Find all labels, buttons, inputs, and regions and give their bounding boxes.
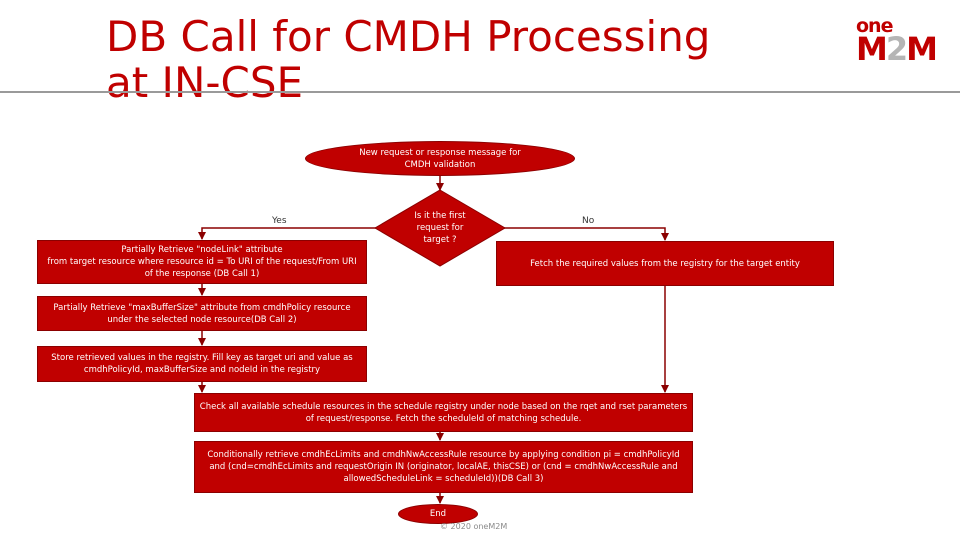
- onem2m-logo: one M2M: [852, 16, 948, 72]
- no-label: No: [582, 216, 595, 226]
- yes-label: Yes: [272, 216, 287, 226]
- logo-one-text: one: [856, 15, 893, 37]
- slide-title: DB Call for CMDH Processing at IN-CSE: [106, 12, 711, 107]
- page-number: 3: [852, 32, 859, 43]
- arrow-yes-branch: [198, 227, 390, 240]
- retrieve-buffer-box: Partially Retrieve "maxBufferSize" attri…: [37, 296, 367, 331]
- end-node: End: [398, 504, 478, 524]
- check-schedule-box: Check all available schedule resources i…: [194, 393, 693, 432]
- logo-m1: M: [856, 30, 888, 68]
- copyright-footer: © 2020 oneM2M: [440, 522, 508, 531]
- decision-text: Is it the first request for target ?: [414, 211, 466, 245]
- start-node: New request or response message for CMDH…: [305, 141, 575, 176]
- retrieve-nodelink-box: Partially Retrieve "nodeLink" attribute …: [37, 240, 367, 284]
- arrow-no-branch: [490, 227, 669, 241]
- logo-m2m-text: M2M: [856, 30, 938, 68]
- fetch-registry-box: Fetch the required values from the regis…: [496, 241, 834, 286]
- title-divider: [0, 91, 960, 93]
- decision-diamond: [374, 189, 506, 267]
- store-registry-box: Store retrieved values in the registry. …: [37, 346, 367, 382]
- conditional-retrieve-box: Conditionally retrieve cmdhEcLimits and …: [194, 441, 693, 493]
- logo-m2: M: [906, 30, 938, 68]
- logo-two: 2: [885, 30, 908, 68]
